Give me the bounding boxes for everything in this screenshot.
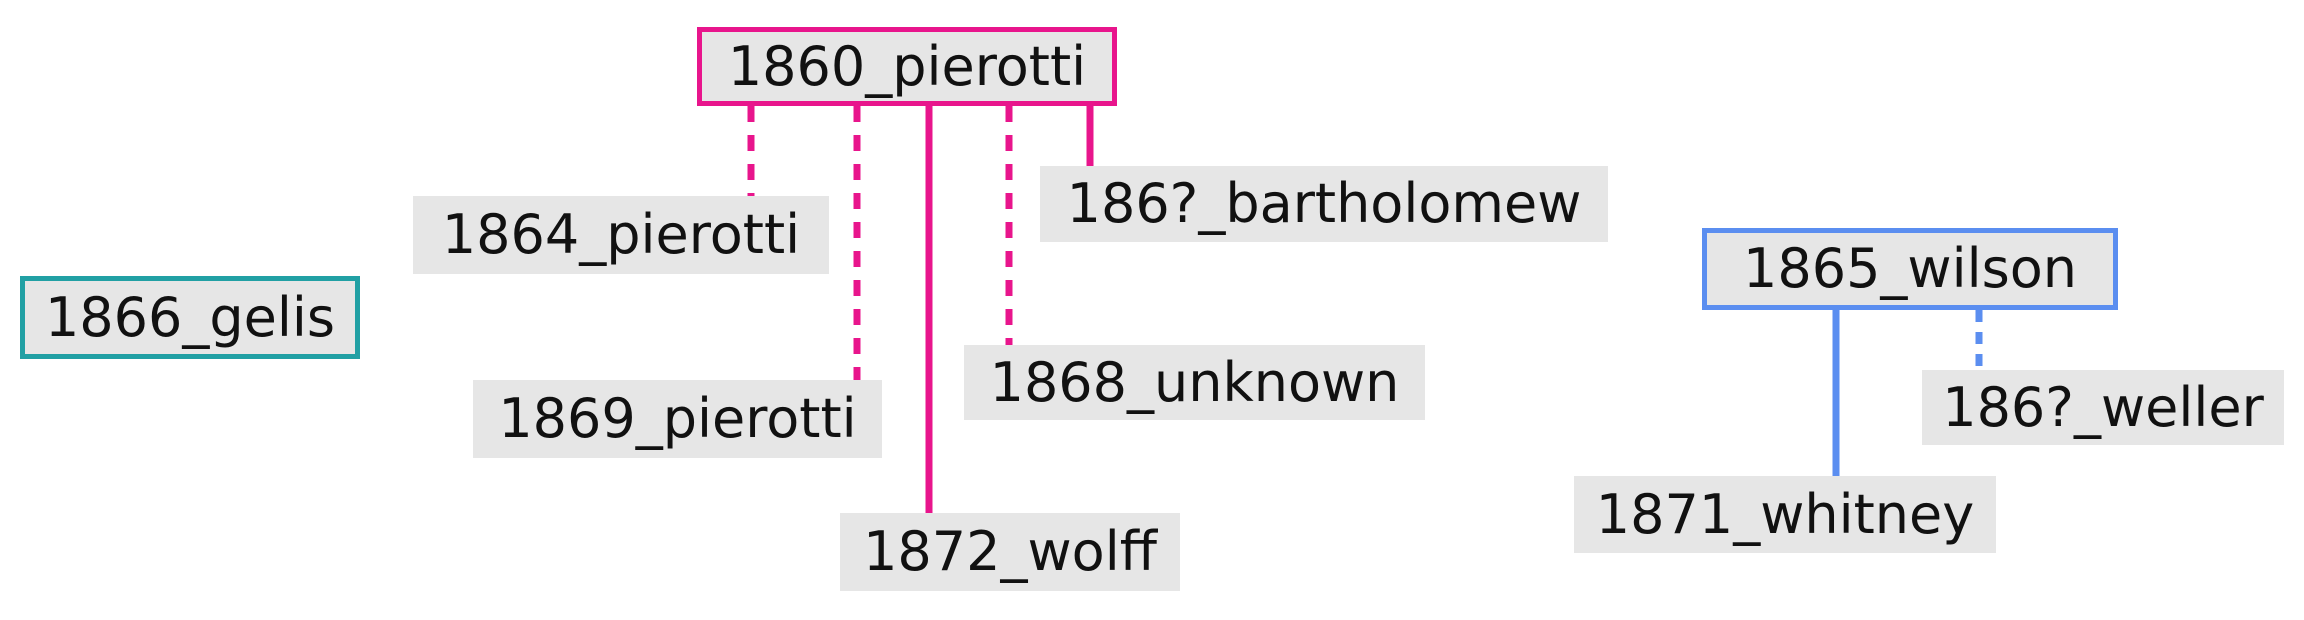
node-1860-pierotti: 1860_pierotti: [697, 27, 1117, 106]
node-1869-pierotti: 1869_pierotti: [473, 380, 882, 458]
node-1866-gelis: 1866_gelis: [20, 276, 360, 359]
node-1868-unknown: 1868_unknown: [964, 345, 1425, 420]
node-186x-bartholomew: 186?_bartholomew: [1040, 166, 1608, 242]
node-1872-wolff: 1872_wolff: [840, 513, 1180, 591]
node-1871-whitney: 1871_whitney: [1574, 476, 1996, 553]
node-186x-weller: 186?_weller: [1922, 370, 2284, 445]
node-1864-pierotti: 1864_pierotti: [413, 196, 829, 274]
node-1865-wilson: 1865_wilson: [1702, 228, 2118, 310]
